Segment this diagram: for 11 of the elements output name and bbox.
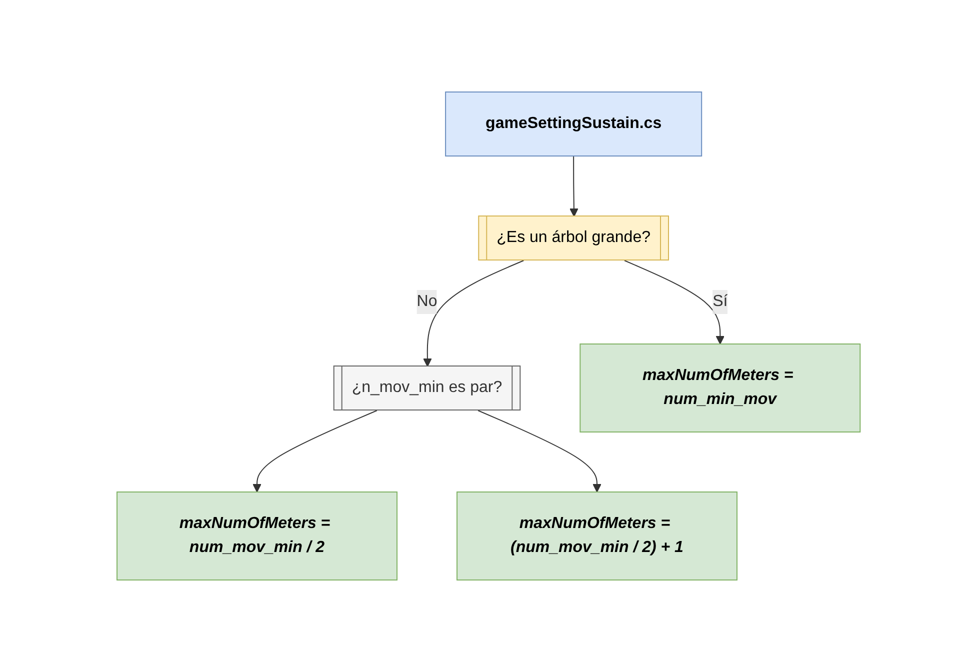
- node-box: maxNumOfMeters = num_mov_min / 2: [116, 490, 398, 580]
- node-box: gameSettingSustain.cs: [444, 91, 702, 156]
- node-box: maxNumOfMeters = num_min_mov: [580, 343, 861, 432]
- node-box: maxNumOfMeters = (num_mov_min / 2) + 1: [456, 490, 738, 580]
- edge-label: Sí: [712, 292, 728, 310]
- arrow: [422, 260, 524, 366]
- arrow: [252, 410, 378, 492]
- arrow: [477, 410, 602, 492]
- arrow: [624, 260, 724, 344]
- edge-label: No: [416, 292, 438, 310]
- arrow: [569, 155, 578, 216]
